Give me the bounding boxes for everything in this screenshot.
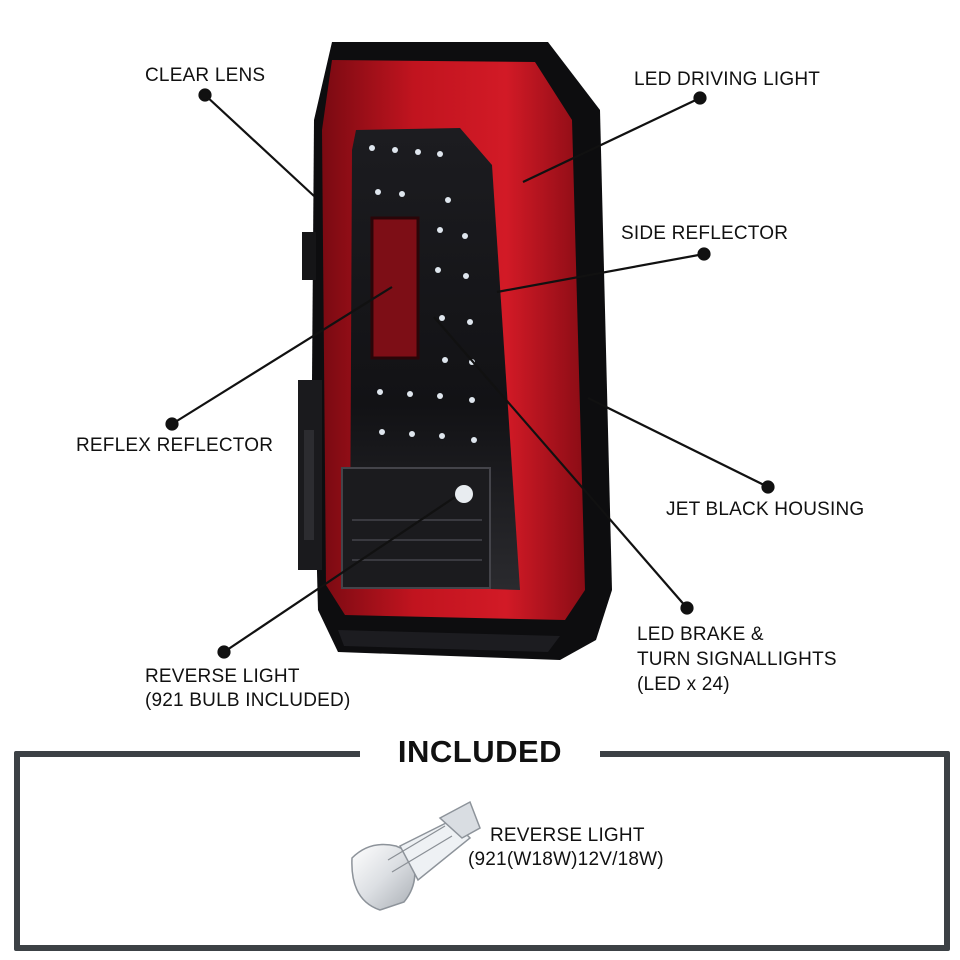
- mounting-tab: [302, 232, 316, 280]
- label-led-driving-light: LED DRIVING LIGHT: [634, 69, 821, 90]
- label-reverse-light-line2: (921 BULB INCLUDED): [145, 690, 351, 711]
- label-jet-black-housing: JET BLACK HOUSING: [666, 499, 865, 520]
- label-led-brake-line2: TURN SIGNALLIGHTS: [637, 649, 837, 670]
- label-led-brake-line3: (LED x 24): [637, 674, 730, 695]
- callout-leaders: [165, 88, 775, 659]
- bottom-trim: [338, 630, 560, 652]
- included-title: INCLUDED: [360, 734, 600, 770]
- label-led-brake-line1: LED BRAKE &: [637, 624, 764, 645]
- reflex-reflector: [370, 216, 420, 360]
- label-included-bulb-line1: REVERSE LIGHT: [490, 825, 645, 846]
- label-clear-lens: CLEAR LENS: [145, 65, 266, 86]
- reverse-light-ribs: [352, 519, 482, 561]
- label-included-bulb-line2: (921(W18W)12V/18W): [468, 849, 664, 870]
- bulb-921-icon: [351, 800, 481, 911]
- label-reverse-light-line1: REVERSE LIGHT: [145, 666, 300, 687]
- label-reflex-reflector: REFLEX REFLECTOR: [76, 435, 274, 456]
- label-side-reflector: SIDE REFLECTOR: [621, 223, 789, 244]
- tail-light: [298, 42, 612, 660]
- reverse-bulb: [455, 485, 473, 503]
- mounting-tab: [304, 430, 314, 540]
